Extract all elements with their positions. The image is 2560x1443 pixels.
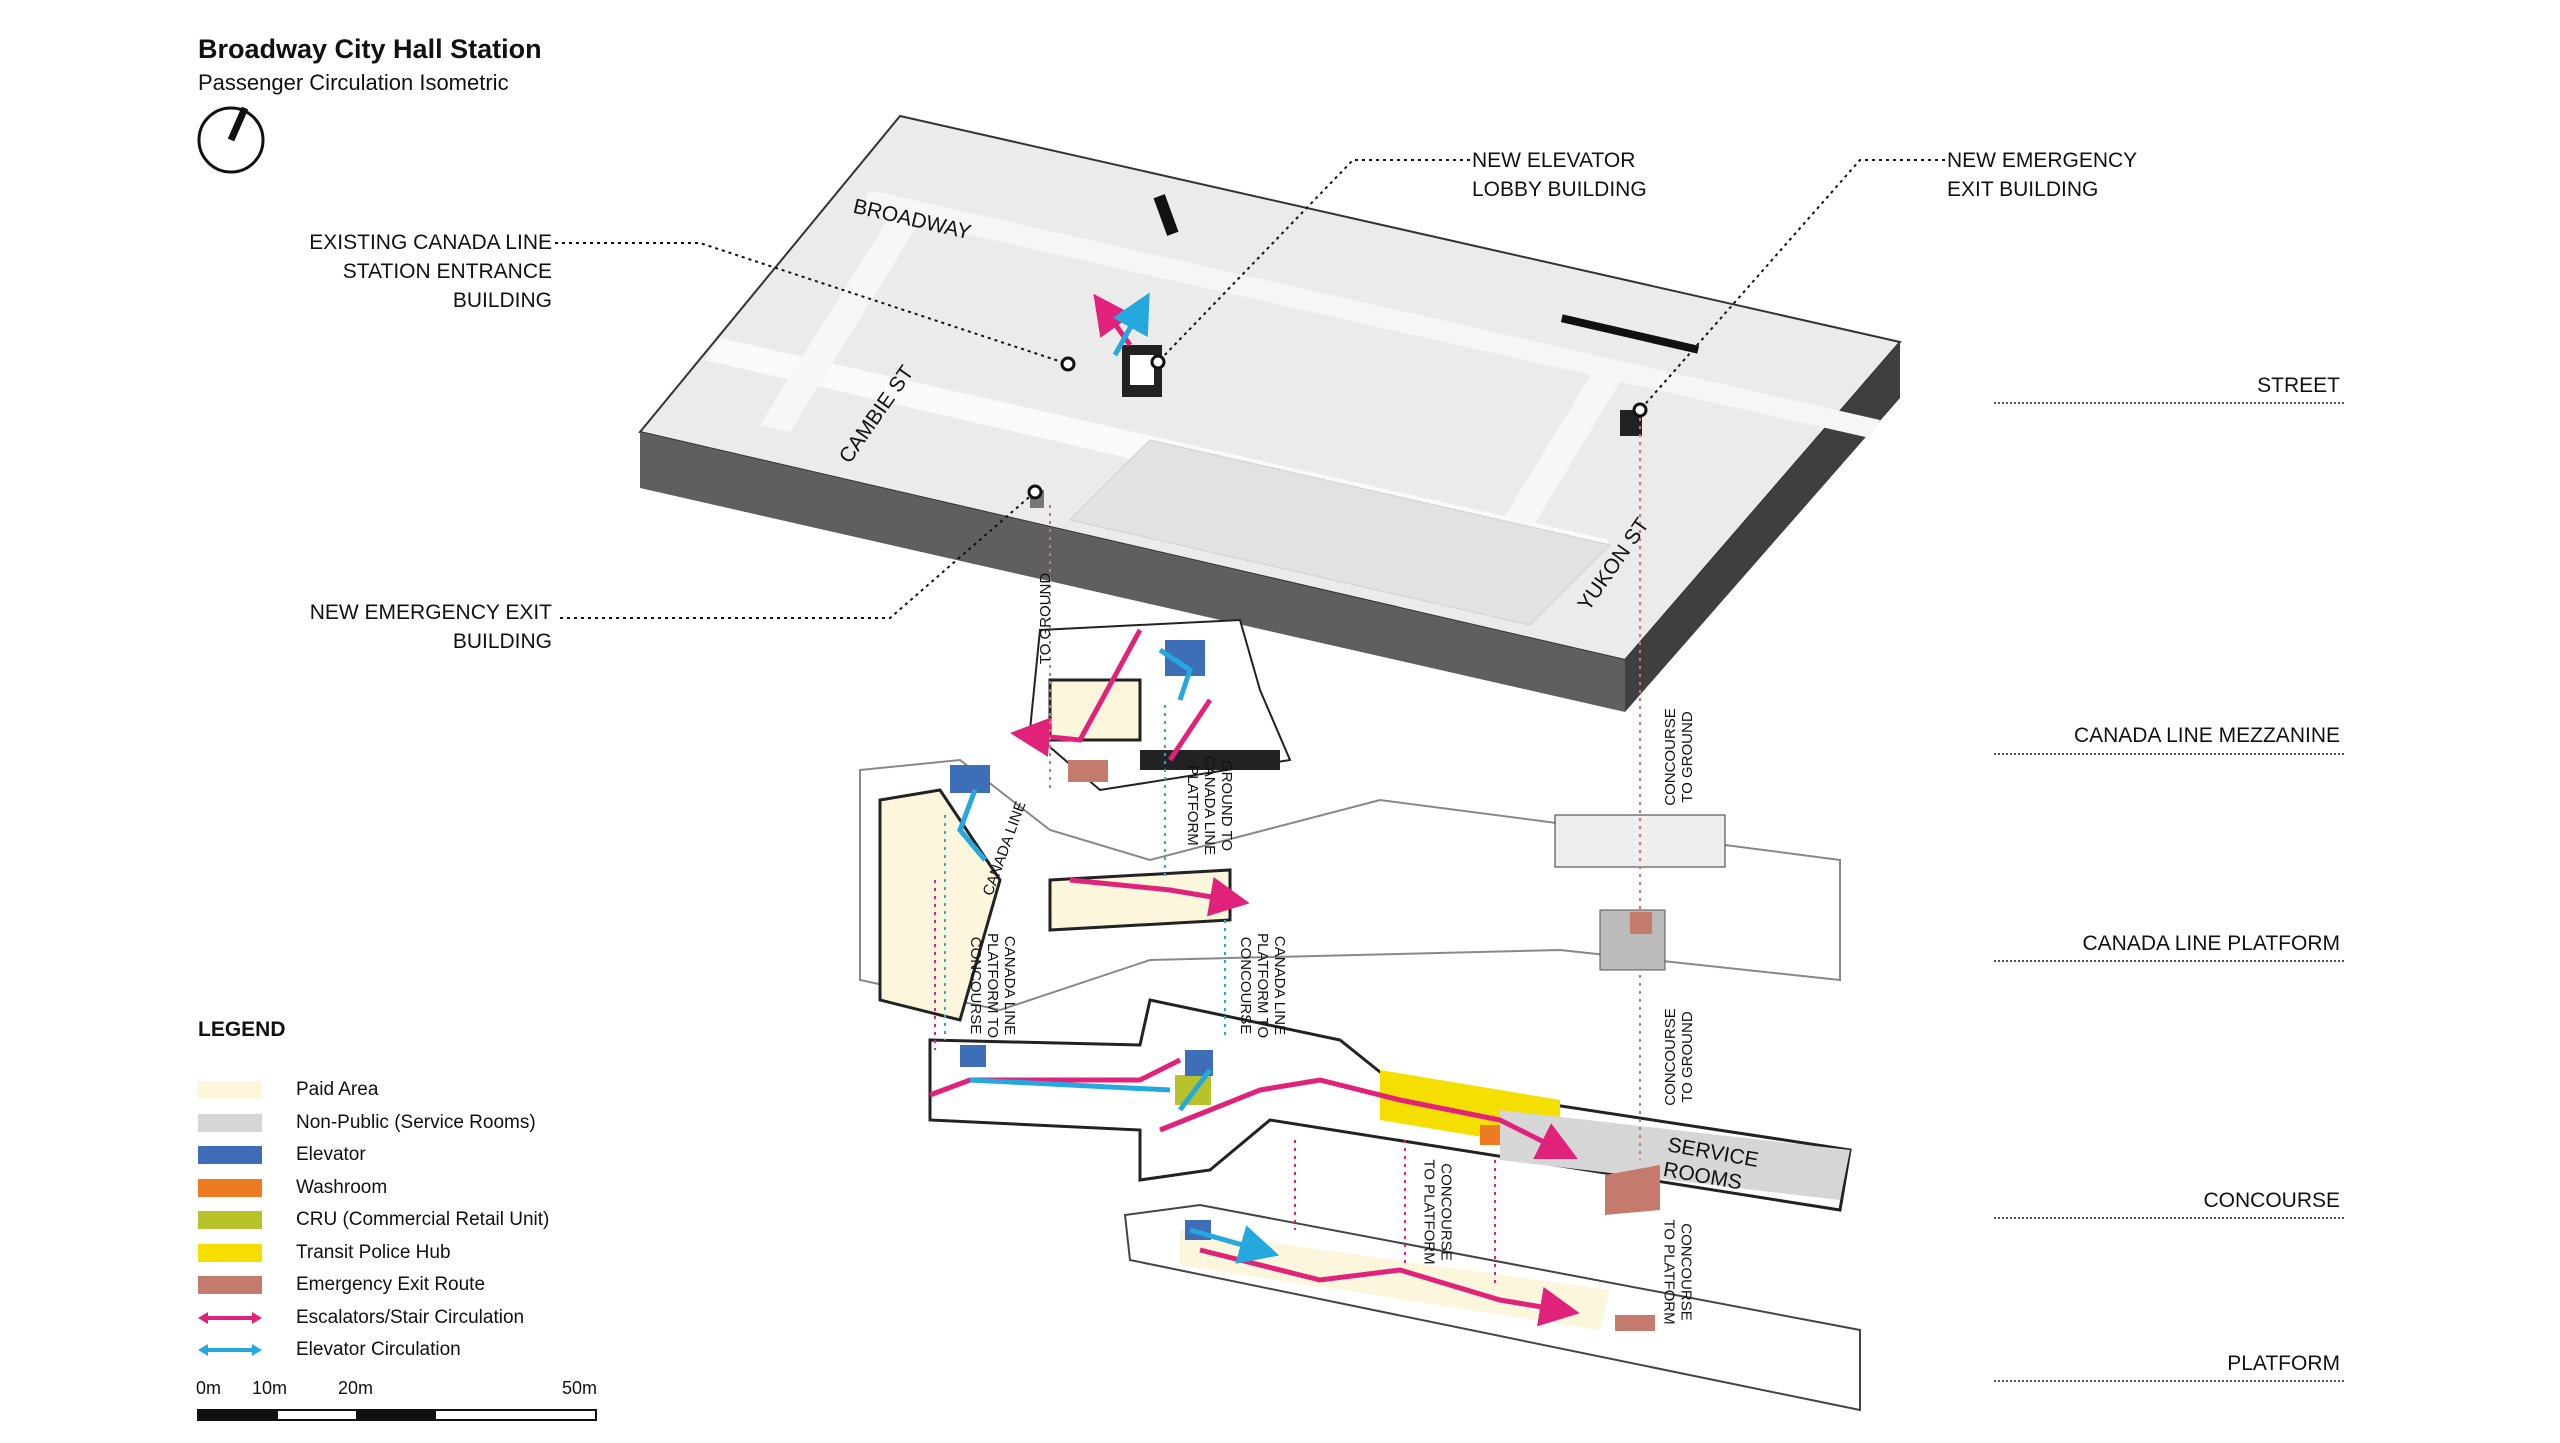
legend-arrow-icon — [198, 1309, 262, 1327]
level-line — [1994, 960, 2344, 962]
callout-leaders — [555, 159, 1945, 619]
label-ground-to-platform: GROUND TO CANADA LINE PLATFORM — [1184, 755, 1236, 856]
legend-swatch — [198, 1081, 262, 1099]
legend-label: Emergency Exit Route — [296, 1274, 486, 1295]
label-concourse-to-ground-b: CONCOURSE TO GROUND — [1661, 1008, 1696, 1106]
label-cl-platform-to-concourse-a: CANADA LINE PLATFORM TO CONCOURSE — [967, 932, 1019, 1039]
level-label-mezzanine: CANADA LINE MEZZANINE — [2073, 724, 2340, 747]
legend-item: Elevator Circulation — [198, 1338, 461, 1362]
scale-label: 10m — [252, 1378, 288, 1398]
label-concourse-to-ground-a: CONCOURSE TO GROUND — [1661, 708, 1696, 806]
label-cl-platform-to-concourse-b: CANADA LINE PLATFORM TO CONCOURSE — [1237, 932, 1289, 1039]
callout-new-emergency-left: NEW EMERGENCY EXIT BUILDING — [309, 601, 552, 653]
legend-label: Elevator Circulation — [296, 1339, 461, 1360]
page-title: Broadway City Hall Station — [198, 34, 542, 64]
scale-label: 50m — [562, 1378, 598, 1398]
legend-item: CRU (Commercial Retail Unit) — [198, 1208, 549, 1232]
legend-swatch — [198, 1113, 262, 1132]
legend-swatch — [198, 1178, 262, 1197]
legend-label: Non-Public (Service Rooms) — [296, 1111, 536, 1133]
legend-swatch — [198, 1243, 262, 1262]
mezzanine-level — [1028, 618, 1292, 792]
legend-swatch — [198, 1146, 262, 1164]
scale-label: 20m — [338, 1378, 374, 1398]
legend-item: Elevator — [198, 1143, 366, 1167]
legend-item: Washroom — [198, 1176, 387, 1200]
escalator-circulation-paths — [929, 293, 1580, 1327]
platform-level — [1123, 1203, 1861, 1412]
scale-label: 0m — [196, 1378, 222, 1398]
scale-bar — [197, 1409, 597, 1421]
legend-item: Emergency Exit Route — [198, 1273, 485, 1297]
callout-existing-entrance: EXISTING CANADA LINE STATION ENTRANCE BU… — [309, 231, 552, 312]
callout-markers — [1027, 354, 1648, 500]
level-line — [1994, 1217, 2344, 1219]
legend-title: LEGEND — [198, 1018, 286, 1041]
level-label-cl-platform: CANADA LINE PLATFORM — [2082, 932, 2341, 955]
legend-label: Elevator — [296, 1144, 366, 1165]
legend-item: Paid Area — [198, 1078, 378, 1102]
level-label-platform: PLATFORM — [2227, 1352, 2340, 1375]
legend-swatch — [198, 1276, 262, 1294]
callout-new-emergency-top: NEW EMERGENCY EXIT BUILDING — [1947, 149, 2138, 201]
level-label-concourse: CONCOURSE — [2203, 1189, 2340, 1212]
legend-swatch — [198, 1211, 262, 1229]
north-arrow-icon — [197, 106, 265, 174]
level-line — [1994, 1380, 2344, 1382]
label-concourse-to-platform-a: CONCOURSE TO PLATFORM — [1420, 1159, 1455, 1265]
legend-item: Transit Police Hub — [198, 1241, 451, 1265]
legend-arrow-icon — [198, 1341, 262, 1359]
legend-label: Paid Area — [296, 1079, 379, 1100]
street-level-block — [638, 114, 1902, 712]
legend-label: Escalators/Stair Circulation — [296, 1306, 525, 1328]
label-concourse-to-platform-b: CONCOURSE TO PLATFORM — [1660, 1219, 1695, 1325]
legend-label: Transit Police Hub — [296, 1241, 451, 1263]
callout-new-elevator: NEW ELEVATOR LOBBY BUILDING — [1472, 149, 1647, 201]
level-line — [1994, 753, 2344, 755]
level-line — [1994, 402, 2344, 404]
level-label-street: STREET — [2257, 374, 2340, 397]
canada-line-platform-level — [859, 758, 1841, 1022]
legend-item: Non-Public (Service Rooms) — [198, 1111, 536, 1135]
legend-item: Escalators/Stair Circulation — [198, 1306, 524, 1330]
label-to-ground: TO GROUND — [1037, 572, 1055, 665]
legend-label: CRU (Commercial Retail Unit) — [296, 1209, 550, 1230]
page-subtitle: Passenger Circulation Isometric — [198, 70, 509, 95]
vertical-connectors — [934, 410, 1641, 1285]
elevator-circulation-paths — [957, 292, 1280, 1264]
legend-label: Washroom — [296, 1176, 388, 1198]
